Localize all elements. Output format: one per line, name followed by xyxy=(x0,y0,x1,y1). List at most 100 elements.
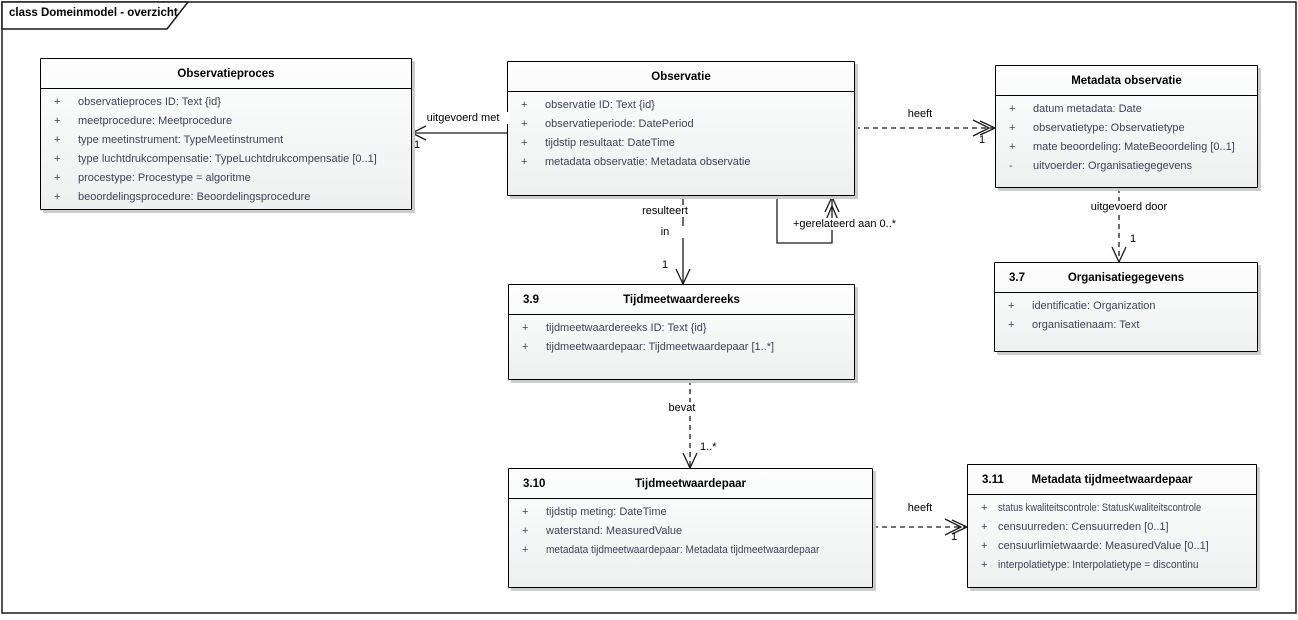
attribute-text: status kwaliteitscontrole: StatusKwalite… xyxy=(998,502,1202,514)
attribute-row: + organisatienaam: Text xyxy=(995,316,1257,335)
attribute-row: +waterstand: MeasuredValue xyxy=(509,522,872,541)
attribute-visibility: + xyxy=(522,322,529,334)
class-header: 3.10 Tijdmeetwaardepaar xyxy=(509,469,872,499)
attribute-text: tijdstip meting: DateTime xyxy=(546,506,667,518)
attribute-compartment: +observatieproces ID: Text {id} +meetpro… xyxy=(41,89,411,207)
attribute-visibility: + xyxy=(981,502,988,514)
attribute-row: + mate beoordeling: MateBeoordeling [0..1… xyxy=(996,138,1257,157)
class-header: Observatieproces xyxy=(41,59,411,89)
attribute-row: + status kwaliteitscontrole: StatusKwalit… xyxy=(968,499,1256,518)
class-observatieproces[interactable]: Observatieproces + observatieproces ID: T… xyxy=(40,58,412,210)
attribute-text: tijdstip resultaat: DateTime xyxy=(545,137,675,149)
class-tijdmeetwaardereeks[interactable]: 3.9 Tijdmeetwaardereeks + tijdmeetwaarder… xyxy=(508,284,855,380)
class-tijdmeetwaardepaar[interactable]: 3.10 Tijdmeetwaardepaar +tijdstip meting… xyxy=(508,468,873,588)
attribute-row: + type luchtdrukcompensatie: TypeLuchtdru… xyxy=(41,150,411,169)
class-number: 3.10 xyxy=(523,477,546,490)
attribute-visibility: + xyxy=(521,137,528,149)
attribute-visibility: - xyxy=(1009,160,1013,172)
class-metadata-observatie[interactable]: Metadata observatie +datum metadata: Dat… xyxy=(995,65,1258,188)
class-header: Observatie xyxy=(508,62,854,92)
class-number: 3.7 xyxy=(1009,271,1025,284)
class-number: 3.11 xyxy=(982,473,1004,486)
attribute-text: beoordelingsprocedure: Beoordelingsproce… xyxy=(78,191,311,203)
attribute-text: procestype: Procestype = algoritme xyxy=(78,172,251,184)
multiplicity-resulteert-in: 1 xyxy=(662,259,669,271)
attribute-text: interpolatietype: Interpolatietype = dis… xyxy=(998,559,1199,571)
attribute-visibility: + xyxy=(54,172,61,184)
class-name: Metadata tijdmeetwaardepaar xyxy=(1031,473,1193,486)
attribute-text: uitvoerder: Organisatiegegevens xyxy=(1033,160,1192,172)
attribute-text: organisatienaam: Text xyxy=(1032,319,1140,331)
attribute-compartment: +tijdstip meting: DateTime +waterstand: … xyxy=(509,499,872,560)
attribute-row: + tijdstip resultaat: DateTime xyxy=(508,134,854,153)
connector-uitgevoerd-door[interactable] xyxy=(1111,188,1127,264)
attribute-row: +tijdmeetwaardepaar: Tijdmeetwaardepaar … xyxy=(509,338,854,357)
attribute-visibility: + xyxy=(1009,141,1016,153)
class-name: Tijdmeetwaardepaar xyxy=(634,477,746,490)
attribute-row: + observatieperiode: DatePeriod xyxy=(508,115,854,134)
attribute-text: meetprocedure: Meetprocedure xyxy=(78,115,233,127)
class-header: Metadata observatie xyxy=(996,66,1257,96)
attribute-row: +beoordelingsprocedure: Beoordelingsproc… xyxy=(41,188,411,207)
attribute-compartment: +datum metadata: Date +observatietype: O… xyxy=(996,96,1257,176)
class-organisatiegegevens[interactable]: 3.7 Organisatiegegevens + identificatie: … xyxy=(994,262,1258,352)
attribute-row: +meetprocedure: Meetprocedure xyxy=(41,112,411,131)
attribute-compartment: + status kwaliteitscontrole: StatusKwalit… xyxy=(968,495,1256,575)
attribute-row: + observatietype: Observatietype xyxy=(996,119,1257,138)
attribute-visibility: + xyxy=(981,559,988,571)
attribute-text: observatietype: Observatietype xyxy=(1033,122,1185,134)
attribute-row: + tijdmeetwaardereeks ID: Text {id} xyxy=(509,319,854,338)
multiplicity-uitgevoerd-door: 1 xyxy=(1130,233,1137,245)
attribute-row: + censuurlimietwaarde: MeasuredValue [0..… xyxy=(968,537,1256,556)
attribute-text: identificatie: Organization xyxy=(1032,300,1156,312)
class-name: Tijdmeetwaardereeks xyxy=(623,293,740,306)
attribute-text: observatieperiode: DatePeriod xyxy=(545,118,694,130)
connector-label-gerelateerd-aan: +gerelateerd aan 0..* xyxy=(791,218,899,230)
attribute-row: + censuurreden: Censuurreden [0..1] xyxy=(968,518,1256,537)
class-header: 3.11 Metadata tijdmeetwaardepaar xyxy=(968,465,1256,495)
attribute-text: observatieproces ID: Text {id} xyxy=(78,96,221,108)
class-metadata-tijdmeetwaardepaar[interactable]: 3.11 Metadata tijdmeetwaardepaar + status… xyxy=(967,464,1257,588)
connector-uitgevoerd-met[interactable] xyxy=(410,125,508,141)
attribute-text: type luchtdrukcompensatie: TypeLuchtdruk… xyxy=(78,153,377,165)
class-name: Observatieproces xyxy=(177,67,275,80)
attribute-text: tijdmeetwaardereeks ID: Text {id} xyxy=(546,322,707,334)
attribute-text: mate beoordeling: MateBeoordeling [0..1] xyxy=(1033,141,1235,153)
connector-label-heeft-observatie: heeft xyxy=(880,108,960,120)
class-header: 3.7 Organisatiegegevens xyxy=(995,263,1257,293)
connector-label-resulteert: resulteert xyxy=(620,205,710,217)
attribute-visibility: + xyxy=(54,96,61,108)
attribute-row: +tijdstip meting: DateTime xyxy=(509,503,872,522)
connector-bevat[interactable] xyxy=(682,380,698,470)
attribute-row: +metadata observatie: Metadata observati… xyxy=(508,153,854,172)
attribute-visibility: + xyxy=(54,153,61,165)
attribute-row: + interpolatietype: Interpolatietype = di… xyxy=(968,556,1256,575)
multiplicity-bevat: 1..* xyxy=(700,441,717,453)
attribute-row: + observatieproces ID: Text {id} xyxy=(41,93,411,112)
connector-heeft-metadata-observatie[interactable] xyxy=(855,119,997,137)
connector-label-uitgevoerd-door: uitgevoerd door xyxy=(1074,201,1184,213)
attribute-visibility: + xyxy=(1009,122,1016,134)
attribute-text: metadata tijdmeetwaardepaar: Metadata ti… xyxy=(546,544,820,556)
attribute-text: censuurreden: Censuurreden [0..1] xyxy=(998,521,1169,533)
class-name: Observatie xyxy=(651,70,711,83)
attribute-visibility: + xyxy=(1008,319,1015,331)
multiplicity-heeft-tijdmeetwaardepaar: 1 xyxy=(951,531,958,543)
attribute-visibility: + xyxy=(981,521,988,533)
class-number: 3.9 xyxy=(523,293,539,306)
attribute-compartment: +observatie ID: Text {id} +observatieper… xyxy=(508,92,854,172)
attribute-text: censuurlimietwaarde: MeasuredValue [0..1… xyxy=(998,540,1209,552)
attribute-text: datum metadata: Date xyxy=(1033,103,1142,115)
attribute-visibility: + xyxy=(521,118,528,130)
attribute-visibility: + xyxy=(981,540,988,552)
attribute-visibility: + xyxy=(522,525,529,537)
attribute-visibility: + xyxy=(522,544,529,556)
attribute-row: +datum metadata: Date xyxy=(996,100,1257,119)
class-name: Organisatiegegevens xyxy=(1067,271,1185,284)
class-observatie[interactable]: Observatie +observatie ID: Text {id} +ob… xyxy=(507,61,855,196)
diagram-title: class Domeinmodel - overzicht xyxy=(9,7,178,19)
connector-label-uitgevoerd-met: uitgevoerd met xyxy=(416,112,510,124)
attribute-text: metadata observatie: Metadata observatie xyxy=(545,156,751,168)
multiplicity-heeft-observatie: 1 xyxy=(979,134,986,146)
